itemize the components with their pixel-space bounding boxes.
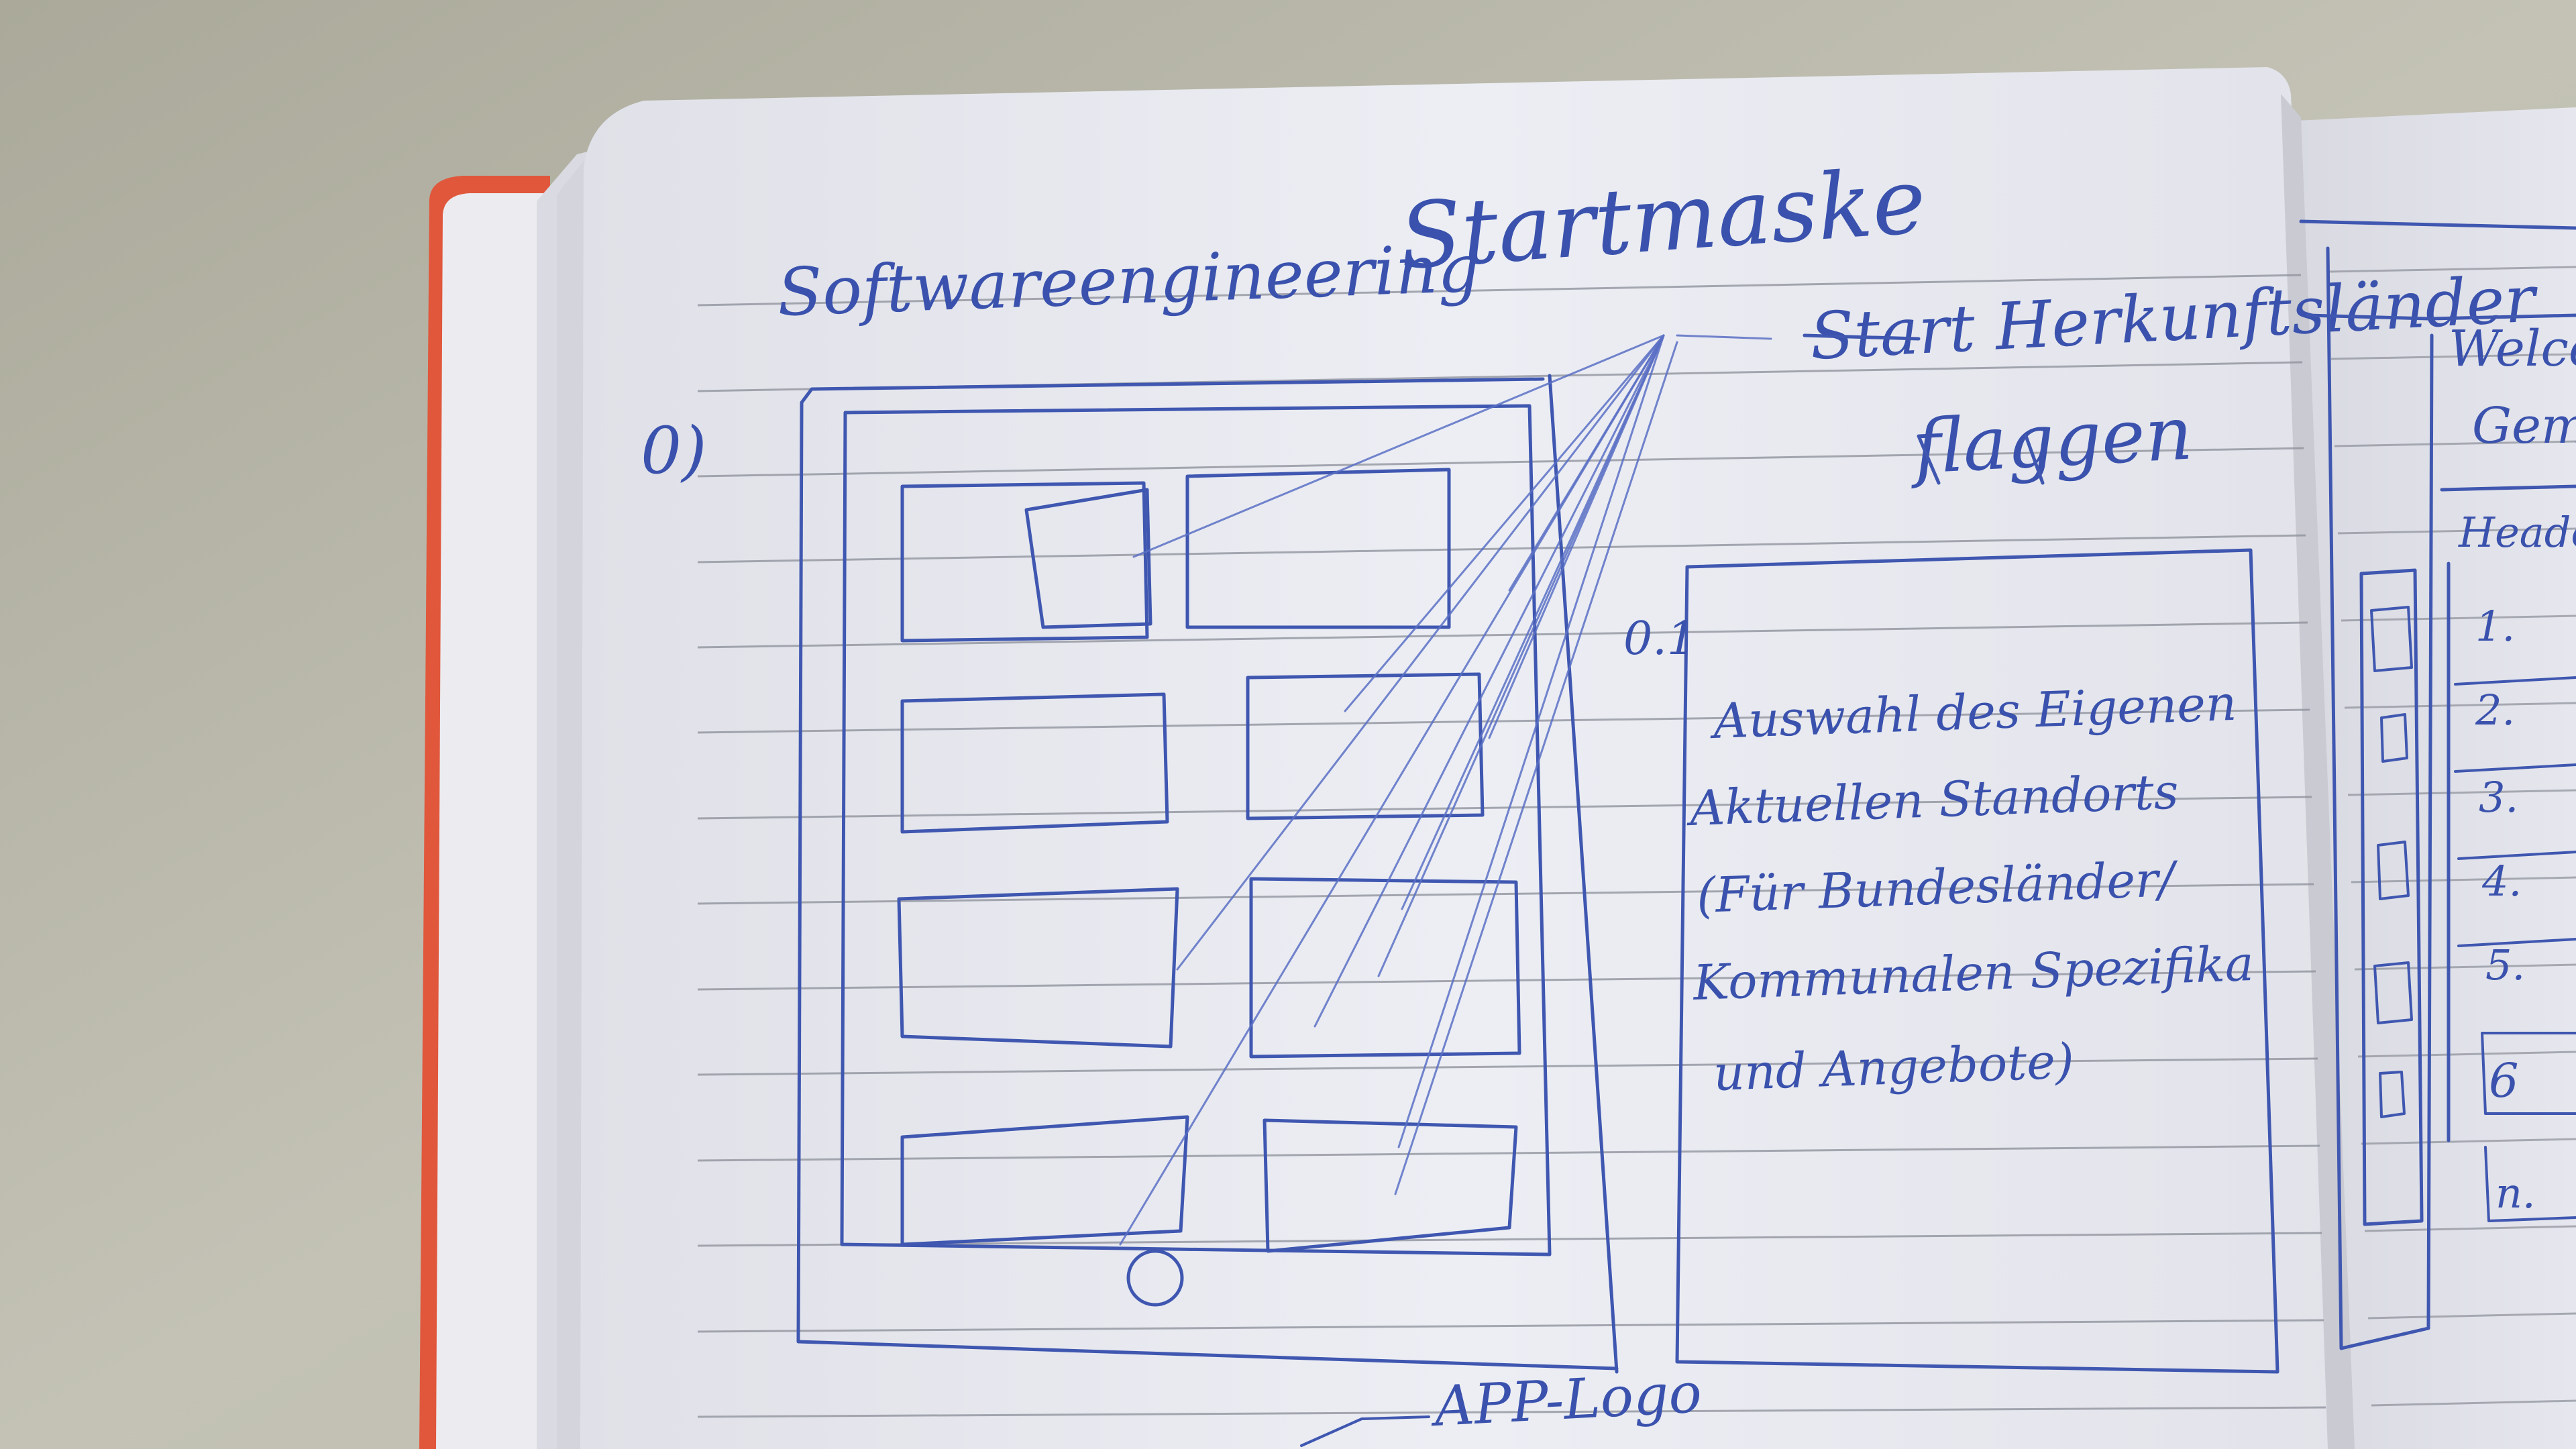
ruled-lines-right [2327,266,2576,1407]
home-button-sketch [1126,1249,1184,1307]
right-header-line-2: Gemm [2472,397,2576,455]
book-gutter [2281,94,2355,1449]
app-logo-label: APP-Logo [1428,1361,1703,1439]
callout-sublabel: flaggen [1907,390,2195,490]
left-page [580,67,2351,1449]
phone-wireframe [796,374,1619,1447]
list-number-n: n. [2496,1169,2536,1218]
location-panel [1675,434,2279,1374]
callout-lines [1119,334,1772,1246]
list-number-6: 6 [2489,1053,2519,1108]
panel-label: 0.1 [1623,612,1696,665]
right-page-wireframe [2299,219,2576,1350]
list-number-2: 2. [2475,686,2515,735]
list-number-5: 5. [2485,941,2525,989]
list-number-3: 3. [2479,773,2518,822]
sketch-label: 0) [641,413,707,488]
list-number-1: 1. [2475,602,2515,651]
panel-line-5: und Angebote) [1713,1032,2075,1102]
ruled-lines [697,274,2326,1418]
right-list-header: Heade [2458,508,2576,557]
cover-inner [436,193,557,1449]
right-header-line-1: Welcom [2449,320,2576,378]
list-number-4: 4. [2481,857,2522,906]
strike-through [1803,333,1921,341]
